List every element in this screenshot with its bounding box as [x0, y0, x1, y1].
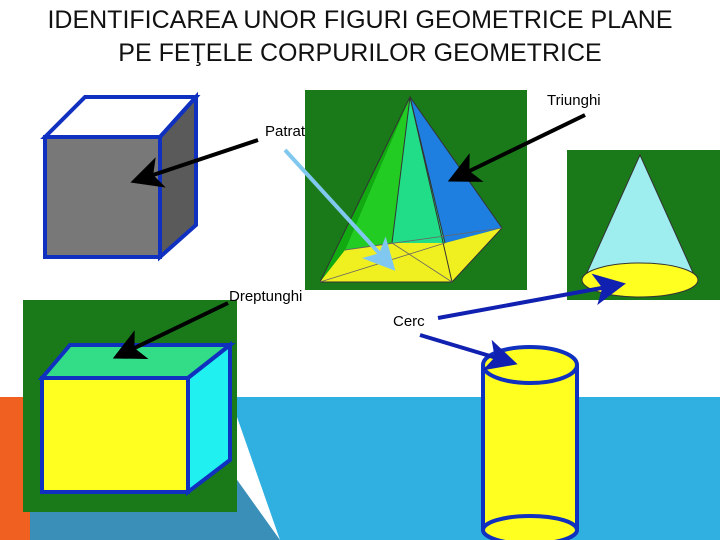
arrow-square-pyramid: [283, 148, 396, 271]
cube: [40, 91, 201, 262]
orange-band: [0, 397, 30, 540]
label-square: Patrat: [265, 123, 306, 140]
label-circle: Cerc: [393, 313, 425, 330]
label-rectangle: Dreptunghi: [229, 288, 303, 305]
page-title: IDENTIFICAREA UNOR FIGURI GEOMETRICE PLA…: [0, 4, 720, 70]
title-line-1: IDENTIFICAREA UNOR FIGURI GEOMETRICE PLA…: [47, 6, 673, 34]
arrow-rectangle: [112, 301, 229, 360]
title-line-2: PE FEŢELE CORPURILOR GEOMETRICE: [118, 39, 602, 67]
label-triangle: Triunghi: [547, 92, 601, 109]
rectangular-prism: [37, 340, 236, 497]
blue-band: [230, 397, 720, 540]
arrow-circle-cone: [437, 273, 626, 320]
arrow-triangle: [447, 113, 586, 182]
cylinder: [481, 345, 579, 540]
arrow-square-cube: [130, 138, 259, 188]
arrow-circle-cylinder: [419, 333, 518, 371]
